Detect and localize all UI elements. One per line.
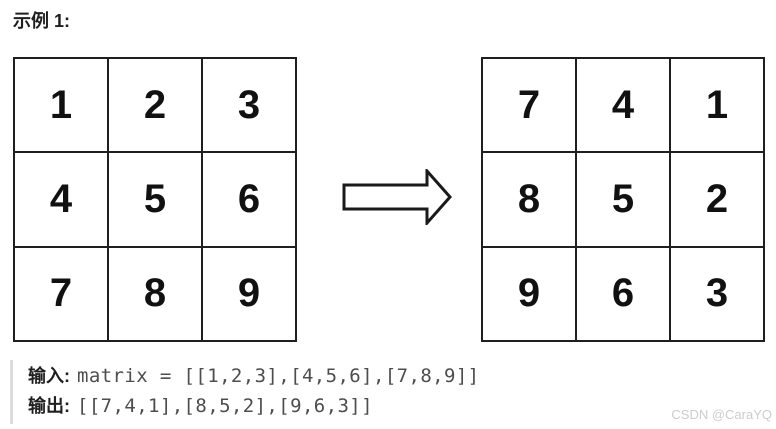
output-label: 输出: bbox=[28, 396, 70, 416]
matrix-after-grid: 7 4 1 8 5 2 9 6 3 bbox=[481, 57, 765, 342]
matrix-cell: 1 bbox=[670, 58, 764, 153]
matrix-cell: 5 bbox=[108, 152, 202, 247]
io-example-block: 输入: matrix = [[1,2,3],[4,5,6],[7,8,9]] 输出… bbox=[10, 360, 480, 424]
matrix-cell: 9 bbox=[202, 246, 296, 341]
watermark: CSDN @CaraYQ bbox=[671, 407, 772, 422]
matrix-cell: 8 bbox=[108, 246, 202, 341]
matrix-cell: 2 bbox=[108, 58, 202, 153]
matrix-cell: 4 bbox=[14, 152, 108, 247]
matrix-cell: 6 bbox=[576, 246, 670, 341]
matrix-cell: 8 bbox=[482, 152, 576, 247]
matrix-cell: 3 bbox=[202, 58, 296, 153]
input-label: 输入: bbox=[28, 366, 70, 386]
matrix-before-grid: 1 2 3 4 5 6 7 8 9 bbox=[13, 57, 297, 342]
matrix-cell: 9 bbox=[482, 246, 576, 341]
input-line: 输入: matrix = [[1,2,3],[4,5,6],[7,8,9]] bbox=[28, 362, 480, 392]
matrix-cell: 7 bbox=[14, 246, 108, 341]
matrix-cell: 4 bbox=[576, 58, 670, 153]
matrix-cell: 5 bbox=[576, 152, 670, 247]
input-value: matrix = [[1,2,3],[4,5,6],[7,8,9]] bbox=[77, 365, 480, 387]
matrix-cell: 3 bbox=[670, 246, 764, 341]
example-title: 示例 1: bbox=[13, 11, 71, 31]
matrix-cell: 7 bbox=[482, 58, 576, 153]
output-line: 输出: [[7,4,1],[8,5,2],[9,6,3]] bbox=[28, 392, 480, 422]
output-value: [[7,4,1],[8,5,2],[9,6,3]] bbox=[77, 395, 373, 417]
matrix-cell: 1 bbox=[14, 58, 108, 153]
transform-arrow-icon bbox=[342, 167, 453, 227]
matrix-cell: 2 bbox=[670, 152, 764, 247]
matrix-cell: 6 bbox=[202, 152, 296, 247]
